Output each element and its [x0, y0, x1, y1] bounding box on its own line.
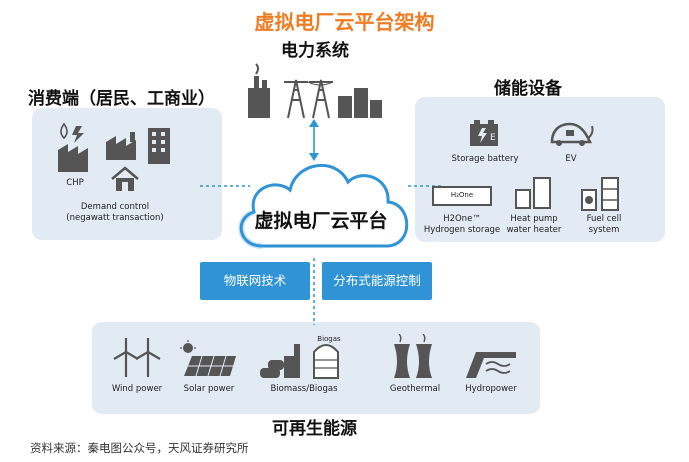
wind-power-label: Wind power	[111, 384, 163, 394]
consumer-panel	[32, 108, 222, 240]
ev-icon	[548, 118, 594, 148]
solar-panel-icon	[178, 340, 238, 378]
ev-label: EV	[565, 154, 577, 164]
factory-icon	[104, 132, 140, 162]
biomass-label: Biomass/Biogas	[270, 384, 338, 394]
heat-pump-label-line1: Heat pump	[510, 214, 558, 224]
hydropower-dam-icon	[464, 344, 518, 380]
demand-control-label-line1: Demand control	[80, 202, 150, 212]
solar-power-label: Solar power	[183, 384, 235, 394]
consumer-heading: 消费端（居民、工商业）	[28, 89, 215, 109]
renewables-heading: 可再生能源	[272, 419, 357, 439]
battery-icon: E	[468, 118, 502, 148]
storage-panel	[415, 97, 665, 242]
house-icon	[110, 166, 140, 192]
chp-label: CHP	[66, 178, 84, 188]
h2one-unit-icon	[432, 186, 492, 206]
cloud-platform-icon	[228, 148, 418, 260]
hydropower-label: Hydropower	[465, 384, 517, 394]
biomass-plant-icon	[258, 334, 348, 380]
power-grid-icon	[238, 60, 388, 120]
fuel-cell-label-line2: system	[588, 225, 620, 235]
biogas-tag: Biogas	[317, 335, 341, 343]
power-system-heading: 电力系统	[281, 41, 349, 61]
storage-heading: 储能设备	[494, 79, 562, 99]
storage-battery-label: Storage battery	[451, 154, 519, 164]
heat-pump-icon	[514, 176, 554, 210]
source-note: 资料来源：秦电图公众号，天风证券研究所	[30, 441, 249, 455]
iot-technology-box: 物联网技术	[200, 262, 310, 300]
platform-label: 虚拟电厂云平台	[254, 210, 388, 232]
geothermal-label: Geothermal	[389, 384, 441, 394]
svg-text:E: E	[490, 133, 496, 143]
demand-control-label-line2: (negawatt transaction)	[66, 213, 164, 223]
fuel-cell-label-line1: Fuel cell	[586, 214, 622, 224]
h2one-label-line1: H2One™	[443, 214, 481, 224]
wind-turbine-icon	[112, 336, 162, 378]
office-building-icon	[148, 128, 170, 164]
h2one-label-line2: Hydrogen storage	[423, 225, 501, 235]
heat-pump-label-line2: water heater	[506, 225, 562, 235]
distributed-control-box: 分布式能源控制	[322, 262, 432, 300]
h2one-badge: H₂One	[450, 191, 474, 199]
fuel-cell-icon	[580, 176, 624, 212]
geothermal-plant-icon	[390, 334, 440, 380]
chp-factory-icon	[54, 120, 99, 175]
page-title: 虚拟电厂云平台架构	[254, 10, 435, 34]
